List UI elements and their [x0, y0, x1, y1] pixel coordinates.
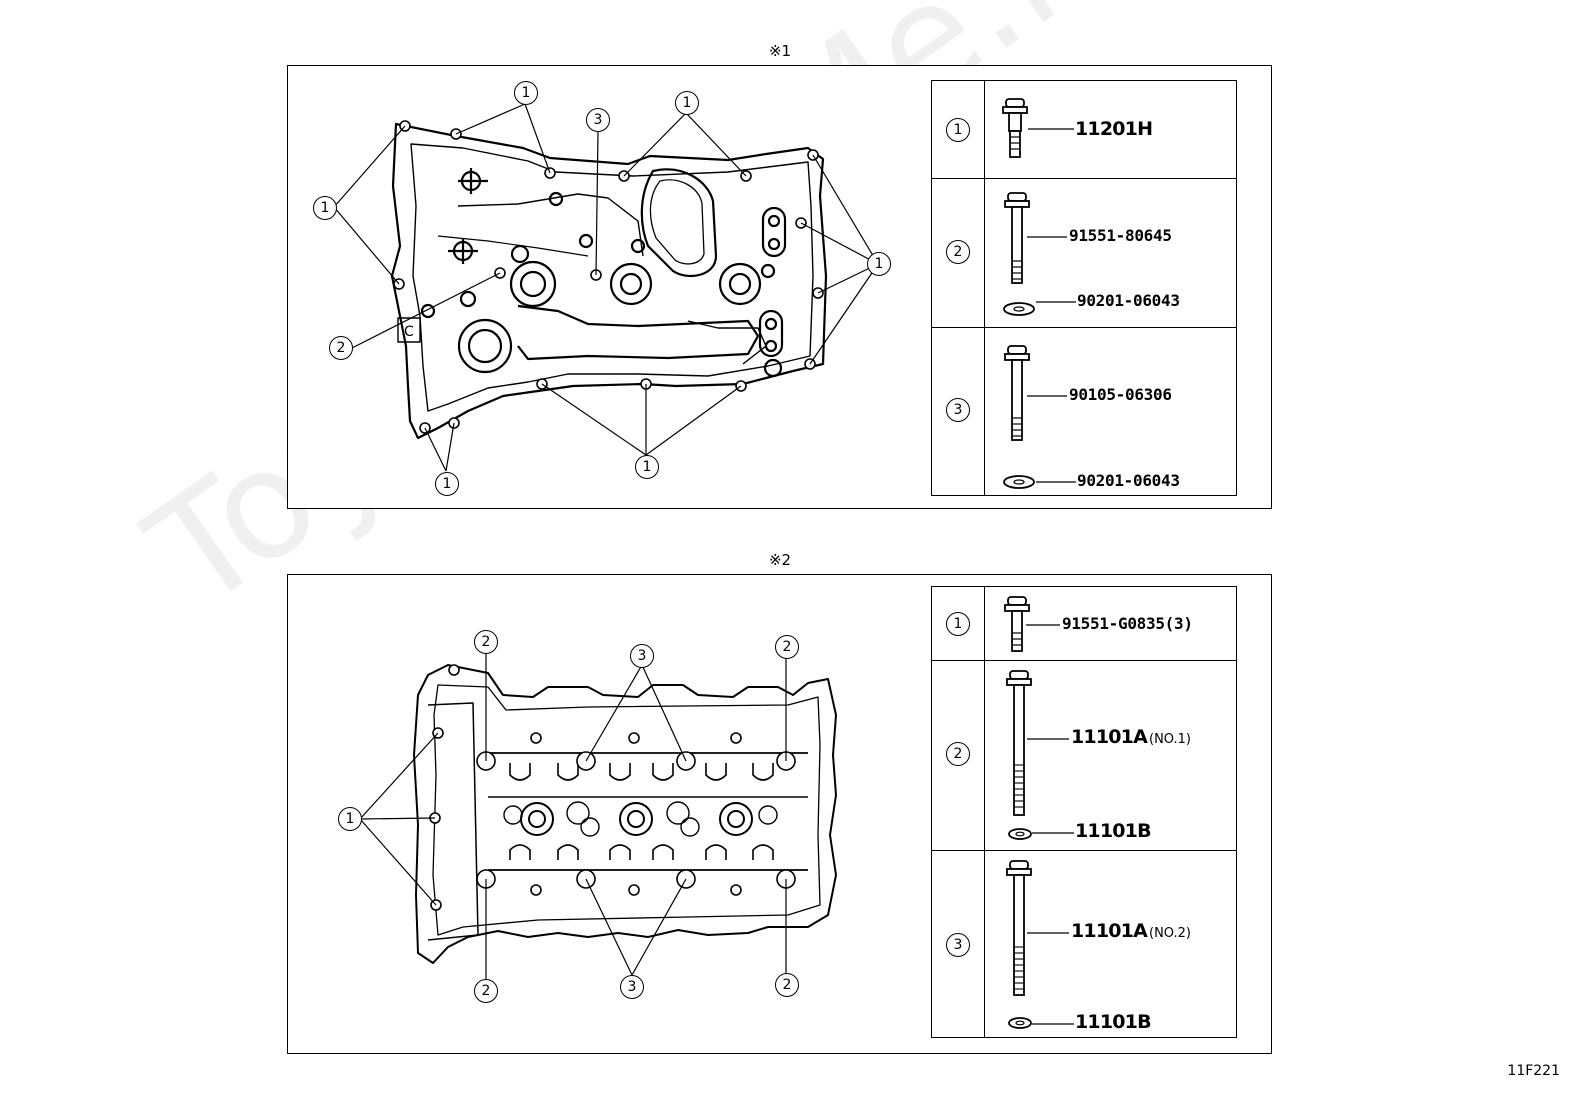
head-bolt-icon: [1006, 860, 1032, 1029]
callout-1-bottom: 1: [635, 455, 659, 479]
row-index: 3: [932, 328, 985, 496]
callout-2-top-right: 2: [775, 635, 799, 659]
cylinder-head-drawing: [359, 651, 837, 979]
flange-bolt-long-icon: [1003, 345, 1035, 489]
callout-3-bottom: 3: [620, 975, 644, 999]
row-index: 2: [932, 179, 985, 328]
callout-1-top-right: 1: [675, 91, 699, 115]
row-ref: 2: [946, 742, 970, 766]
callout-3: 3: [586, 108, 610, 132]
callout-1-right: 1: [867, 252, 891, 276]
parts-row-1: 1 11201H: [932, 81, 1236, 178]
callout-1: 1: [338, 807, 362, 831]
part-number: 11101A(NO.2): [1071, 920, 1191, 942]
part-number: 90201-06043: [1077, 471, 1180, 490]
callout-2: 2: [329, 336, 353, 360]
part-number: 11101B: [1075, 1011, 1152, 1033]
callout-1-top-left: 1: [514, 81, 538, 105]
callout-1-left: 1: [313, 196, 337, 220]
callout-1-bottom-left: 1: [435, 472, 459, 496]
callout-2-bottom-right: 2: [775, 973, 799, 997]
callout-2-top-left: 2: [474, 630, 498, 654]
panel-1-marker: ※1: [768, 42, 792, 60]
callout-3-top: 3: [630, 644, 654, 668]
svg-text:C: C: [404, 324, 414, 340]
panel-1: C 1 1 1 1 1 1 2 3: [287, 65, 1272, 509]
panel-2-marker: ※2: [768, 551, 792, 569]
part-number: 91551-G0835(3): [1062, 614, 1193, 633]
part-number: 91551-80645: [1069, 226, 1172, 245]
panel-2: 1 2 2 2 2 3 3 1 91551-G0835(3) 2: [287, 574, 1272, 1054]
part-number: 90105-06306: [1069, 385, 1172, 404]
timing-cover-drawing: C: [333, 103, 879, 472]
row-ref: 1: [946, 118, 970, 142]
row-index: 3: [932, 851, 985, 1038]
flange-bolt-long-icon: [1003, 192, 1035, 316]
flange-bolt-short-icon: [1002, 98, 1028, 158]
row-ref: 2: [946, 240, 970, 264]
row-index: 1: [932, 587, 985, 660]
part-number: 11101A(NO.1): [1071, 726, 1191, 748]
callout-2-bottom-left: 2: [474, 979, 498, 1003]
parts-table-1: 1 11201H 2 91551-80645 90201-06043: [931, 80, 1237, 496]
row-index: 1: [932, 81, 985, 178]
parts-row-2: 2 91551-80645 90201-06043: [932, 178, 1236, 328]
head-bolt-icon: [1006, 670, 1032, 840]
part-number: 90201-06043: [1077, 291, 1180, 310]
row-ref: 1: [946, 612, 970, 636]
row-ref: 3: [946, 933, 970, 957]
parts-table-2: 1 91551-G0835(3) 2 11101A(NO.1) 11101B: [931, 586, 1237, 1038]
row-ref: 3: [946, 398, 970, 422]
part-number: 11101B: [1075, 820, 1152, 842]
part-number: 11201H: [1075, 118, 1153, 140]
parts-row-3: 3 90105-06306 90201-06043: [932, 327, 1236, 496]
parts-row-3: 3 11101A(NO.2) 11101B: [932, 850, 1236, 1038]
row-index: 2: [932, 661, 985, 851]
parts-row-2: 2 11101A(NO.1) 11101B: [932, 660, 1236, 851]
flange-bolt-short-icon: [1004, 596, 1030, 652]
parts-row-1: 1 91551-G0835(3): [932, 587, 1236, 660]
illustration-code: 11F221: [1507, 1063, 1560, 1079]
